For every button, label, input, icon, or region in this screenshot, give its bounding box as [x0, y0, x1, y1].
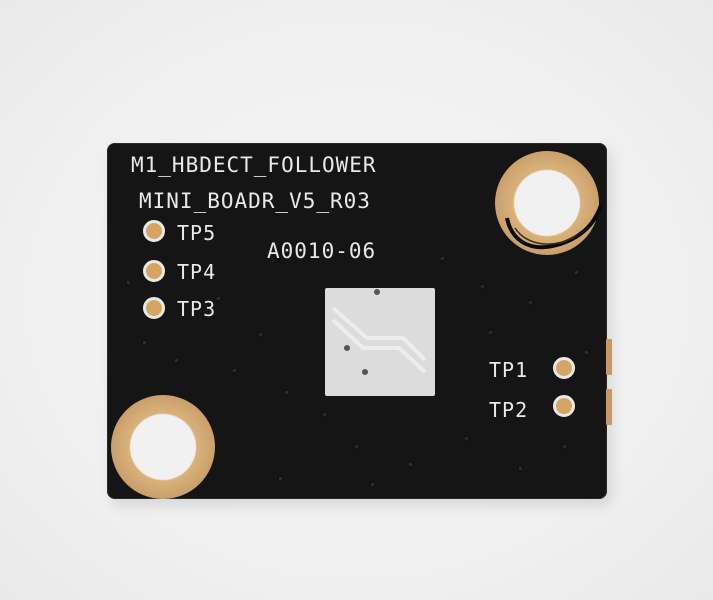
mounting-hole-bottom-left — [111, 395, 215, 499]
via — [277, 475, 284, 482]
via — [141, 339, 148, 346]
via — [125, 279, 132, 286]
tp4-pad — [143, 260, 165, 282]
tp3-pad — [143, 297, 165, 319]
tp2-label: TP2 — [489, 398, 529, 422]
edge-contact-1 — [606, 339, 612, 375]
tp2-pad — [553, 395, 575, 417]
via — [215, 295, 222, 302]
tp5-label: TP5 — [177, 221, 217, 245]
via — [283, 389, 290, 396]
sensor-chip — [325, 288, 435, 396]
pcb-board: M1_HBDECT_FOLLOWER MINI_BOADR_V5_R03 A00… — [107, 143, 612, 499]
via — [439, 255, 446, 262]
via — [463, 435, 470, 442]
board-revision-label: MINI_BOADR_V5_R03 — [139, 189, 371, 213]
part-number-label: A0010-06 — [267, 239, 377, 263]
via — [353, 443, 360, 450]
tp1-label: TP1 — [489, 358, 529, 382]
tp3-label: TP3 — [177, 297, 217, 321]
edge-contact-2 — [606, 389, 612, 425]
tp5-pad — [143, 220, 165, 242]
via — [231, 367, 238, 374]
via — [321, 411, 328, 418]
sensor-trace-icon — [331, 289, 427, 375]
via — [479, 283, 486, 290]
via — [561, 443, 568, 450]
via — [517, 465, 524, 472]
via — [583, 349, 590, 356]
tp1-pad — [553, 357, 575, 379]
via — [369, 481, 376, 488]
via — [407, 461, 414, 468]
via — [527, 299, 534, 306]
board-name-label: M1_HBDECT_FOLLOWER — [131, 153, 377, 177]
mounting-hole-top-right — [495, 151, 599, 255]
via — [573, 269, 580, 276]
via — [173, 357, 180, 364]
via — [487, 329, 494, 336]
via — [257, 331, 264, 338]
wire-icon — [505, 204, 603, 250]
tp4-label: TP4 — [177, 260, 217, 284]
